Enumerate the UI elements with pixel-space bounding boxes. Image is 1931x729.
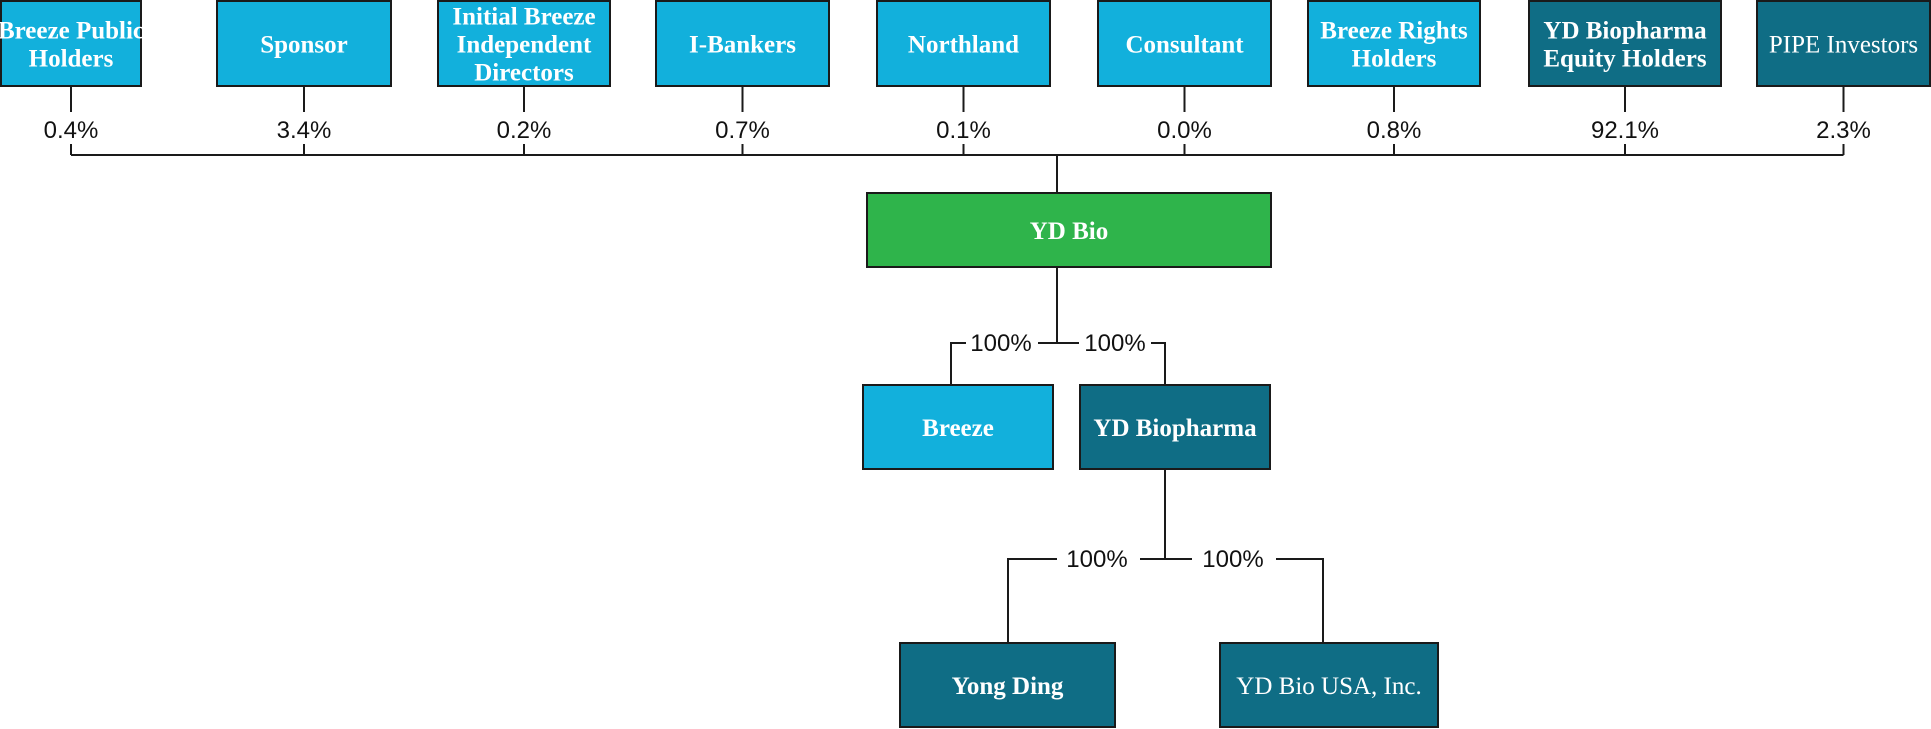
shareholder-i-bankers-label: I-Bankers	[689, 32, 796, 59]
shareholder-pipe-investors-rect	[1756, 0, 1931, 87]
grand-subsidiary-yd-bio-usa: YD Bio USA, Inc.	[1219, 642, 1439, 728]
shareholder-northland-rect	[876, 0, 1051, 87]
shareholder-yd-biopharma-equity-holders-label: YD Biopharma	[1543, 18, 1707, 45]
shareholder-consultant-rect	[1097, 0, 1272, 87]
shareholder-northland-pct: 0.1%	[936, 117, 991, 144]
parent-yd-bio-rect	[866, 192, 1272, 268]
shareholder-yd-biopharma-equity-holders-rect	[1528, 0, 1722, 87]
shareholder-initial-breeze-independent-directors-label: Directors	[474, 60, 574, 87]
shareholder-initial-breeze-independent-directors-pct: 0.2%	[497, 117, 552, 144]
shareholder-breeze-rights-holders-label: Holders	[1352, 46, 1437, 73]
shareholder-northland: Northland	[876, 0, 1051, 87]
shareholder-initial-breeze-independent-directors-label: Independent	[457, 32, 592, 59]
subsidiary-yd-biopharma-label: YD Biopharma	[1093, 415, 1257, 442]
subsidiary-breeze-rect	[862, 384, 1054, 470]
shareholder-northland-label: Northland	[908, 32, 1019, 59]
shareholder-breeze-rights-holders-pct: 0.8%	[1367, 117, 1422, 144]
parent-yd-bio: YD Bio	[866, 192, 1272, 268]
shareholder-sponsor-rect	[216, 0, 392, 87]
shareholder-i-bankers-pct: 0.7%	[715, 117, 770, 144]
shareholder-sponsor: Sponsor	[216, 0, 392, 87]
shareholder-consultant-pct: 0.0%	[1157, 117, 1212, 144]
shareholder-sponsor-label: Sponsor	[260, 32, 348, 59]
subsidiary-breeze: Breeze	[862, 384, 1054, 470]
parent-yd-bio-label: YD Bio	[1030, 218, 1108, 245]
subsidiary-yd-biopharma-pct: 100%	[1084, 330, 1145, 357]
grand-subsidiary-yong-ding-rect	[899, 642, 1116, 728]
shareholder-consultant-label: Consultant	[1125, 32, 1244, 59]
subsidiary-breeze-pct: 100%	[970, 330, 1031, 357]
grand-subsidiary-branch	[1007, 558, 1057, 643]
subsidiary-branch	[1151, 342, 1166, 385]
shareholder-i-bankers-rect	[655, 0, 830, 87]
shareholder-yd-biopharma-equity-holders-label: Equity Holders	[1543, 46, 1706, 73]
shareholder-yd-biopharma-equity-holders-pct: 92.1%	[1591, 117, 1659, 144]
shareholder-sponsor-pct: 3.4%	[277, 117, 332, 144]
grand-subsidiary-yd-bio-usa-label: YD Bio USA, Inc.	[1236, 673, 1421, 700]
subsidiary-yd-biopharma: YD Biopharma	[1079, 384, 1271, 470]
subsidiary-branch	[950, 342, 966, 385]
subsidiary-yd-biopharma-rect	[1079, 384, 1271, 470]
shareholder-breeze-public-holders-label: Holders	[29, 46, 114, 73]
grand-subsidiary-yd-bio-usa-pct: 100%	[1202, 546, 1263, 573]
shareholder-initial-breeze-independent-directors-rect	[437, 0, 611, 87]
grand-subsidiary-yong-ding-label: Yong Ding	[952, 673, 1064, 700]
shareholder-breeze-rights-holders-rect	[1307, 0, 1481, 87]
subsidiary-breeze-label: Breeze	[922, 415, 994, 442]
grand-subsidiary-yong-ding: Yong Ding	[899, 642, 1116, 728]
shareholder-breeze-public-holders-pct: 0.4%	[44, 117, 99, 144]
shareholder-pipe-investors: PIPE Investors	[1756, 0, 1931, 87]
grand-subsidiary-branch	[1276, 558, 1324, 643]
shareholder-initial-breeze-independent-directors-label: Initial Breeze	[452, 4, 595, 31]
shareholder-pipe-investors-label: PIPE Investors	[1769, 32, 1918, 59]
shareholder-i-bankers: I-Bankers	[655, 0, 830, 87]
shareholder-breeze-public-holders-rect	[0, 0, 142, 87]
grand-subsidiary-yong-ding-pct: 100%	[1066, 546, 1127, 573]
shareholder-breeze-public-holders-label: Breeze Public	[0, 18, 144, 45]
shareholder-breeze-rights-holders-label: Breeze Rights	[1320, 18, 1468, 45]
shareholder-pipe-investors-pct: 2.3%	[1816, 117, 1871, 144]
grand-subsidiary-yd-bio-usa-rect	[1219, 642, 1439, 728]
shareholder-consultant: Consultant	[1097, 0, 1272, 87]
